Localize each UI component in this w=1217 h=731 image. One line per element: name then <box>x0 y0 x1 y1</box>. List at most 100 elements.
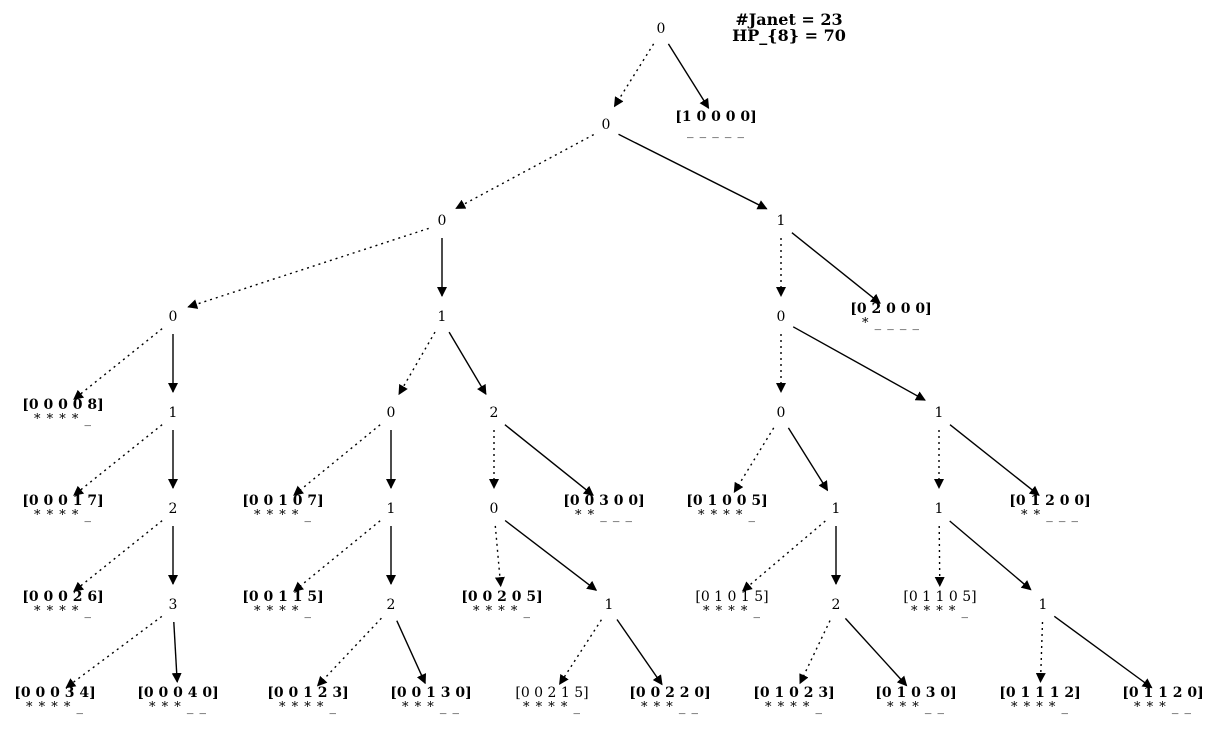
leaf-node-L19: [0 0 2 2 0]* * * _ _ <box>629 685 710 715</box>
leaf-mask: * * * _ _ <box>149 700 207 715</box>
edge-n9-L9 <box>73 520 163 592</box>
edge-n13-L12 <box>741 520 826 592</box>
edge-n19-L18 <box>559 619 602 686</box>
tree-node-n21: 1 <box>935 501 944 517</box>
leaf-vector: [0 2 0 0 0] <box>850 301 931 317</box>
tree-node-n16: 0 <box>490 501 499 517</box>
header: #Janet = 23 HP_{8} = 70 <box>732 10 846 45</box>
edge-n18-L16 <box>316 617 382 687</box>
leaf-node-L21: [0 1 0 3 0]* * * _ _ <box>875 685 956 715</box>
leaf-vector: [0 0 3 0 0] <box>563 493 644 509</box>
janet-count: #Janet = 23 <box>735 10 842 29</box>
leaf-vector: [0 0 1 1 5] <box>242 589 323 605</box>
tree-node-n15: 1 <box>935 405 944 421</box>
tree-node-n20: 2 <box>832 597 841 613</box>
leaf-node-L9: [0 0 0 2 6]* * * * _ <box>22 589 103 619</box>
leaf-mask: * * * * _ <box>34 604 92 619</box>
edge-n12-L6 <box>504 424 594 496</box>
leaf-mask: * _ _ _ _ <box>862 316 920 331</box>
leaf-vector: [0 1 0 0 5] <box>686 493 767 509</box>
tree-node-n17: 3 <box>169 597 178 613</box>
leaf-mask: * * _ _ _ <box>1021 508 1079 523</box>
tree-node-n19: 1 <box>605 597 614 613</box>
leaf-mask: * * * * _ <box>26 700 84 715</box>
tree-node-n12: 2 <box>490 405 499 421</box>
tree-node-n9: 2 <box>169 501 178 517</box>
leaf-node-L10: [0 0 1 1 5]* * * * _ <box>242 589 323 619</box>
leaf-mask: * * * * _ <box>911 604 969 619</box>
leaf-mask: * * * * _ <box>765 700 823 715</box>
edge-n11-L10 <box>293 520 381 592</box>
edge-n20-L21 <box>844 617 908 687</box>
tree-node-n4: 1 <box>777 213 786 229</box>
leaf-mask: * * * * _ <box>34 508 92 523</box>
tree-node-n7: 0 <box>777 309 786 325</box>
edge-n14-L7 <box>733 427 775 493</box>
leaf-vector: [0 0 0 4 0] <box>137 685 218 701</box>
edge-n5-L3 <box>73 328 163 400</box>
leaf-node-L4: [0 0 0 1 7]* * * * _ <box>22 493 103 523</box>
leaf-vector: [0 0 0 0 8] <box>22 397 103 413</box>
leaf-mask: * * * _ _ <box>887 700 945 715</box>
edge-n4-L2 <box>791 232 881 304</box>
leaf-mask: * * * _ _ <box>402 700 460 715</box>
edge-n22-L23 <box>1053 615 1153 689</box>
leaf-vector: [0 0 0 1 7] <box>22 493 103 509</box>
edge-n16-L11 <box>494 525 505 588</box>
leaf-node-L22: [0 1 1 1 2]* * * * _ <box>999 685 1080 715</box>
leaf-node-L3: [0 0 0 0 8]* * * * _ <box>22 397 103 427</box>
edge-n7-n15 <box>792 326 926 401</box>
leaf-node-L18: [0 0 2 1 5]* * * * _ <box>515 685 588 715</box>
leaf-node-L12: [0 1 0 1 5]* * * * _ <box>695 589 768 619</box>
leaf-vector: [0 1 0 1 5] <box>695 589 768 605</box>
tree-node-n2: 0 <box>602 117 611 133</box>
leaf-vector: [0 1 0 2 3] <box>753 685 834 701</box>
leaf-node-L16: [0 0 1 2 3]* * * * _ <box>267 685 348 715</box>
edge-n10-L5 <box>293 424 381 496</box>
leaf-node-L23: [0 1 1 2 0]* * * _ _ <box>1122 685 1203 715</box>
leaf-mask: * * * _ _ <box>641 700 699 715</box>
leaf-node-L6: [0 0 3 0 0]* * _ _ _ <box>563 493 644 523</box>
leaf-mask: * * * * _ <box>1011 700 1069 715</box>
leaf-node-L2: [0 2 0 0 0]* _ _ _ _ <box>850 301 931 331</box>
edge-n20-L20 <box>799 620 831 685</box>
leaf-vector: [0 1 1 1 2] <box>999 685 1080 701</box>
edge-n1-L1 <box>667 43 710 109</box>
leaf-vector: [0 1 2 0 0] <box>1009 493 1090 509</box>
edge-n6-n10 <box>398 331 436 396</box>
leaf-vector: [0 0 2 2 0] <box>629 685 710 701</box>
leaf-node-L11: [0 0 2 0 5]* * * * _ <box>461 589 542 619</box>
leaf-mask: * * * * _ <box>703 604 761 619</box>
tree-node-n18: 2 <box>387 597 396 613</box>
leaf-node-L14: [0 0 0 3 4]* * * * _ <box>14 685 95 715</box>
tree-node-n13: 1 <box>832 501 841 517</box>
edge-n3-n5 <box>187 227 429 309</box>
edge-n2-n3 <box>455 133 595 210</box>
edge-n6-n12 <box>448 331 487 396</box>
leaf-mask: * * * _ _ <box>1134 700 1192 715</box>
leaf-vector: [0 0 1 3 0] <box>390 685 471 701</box>
leaf-vector: [0 0 2 1 5] <box>515 685 588 701</box>
hp-value: HP_{8} = 70 <box>732 26 846 45</box>
leaf-vector: [0 1 1 2 0] <box>1122 685 1203 701</box>
tree-node-n14: 0 <box>777 405 786 421</box>
tree-node-n22: 1 <box>1039 597 1048 613</box>
leaf-mask: * * _ _ _ <box>575 508 633 523</box>
leaf-node-L20: [0 1 0 2 3]* * * * _ <box>753 685 834 715</box>
tree-node-n10: 0 <box>387 405 396 421</box>
edge-n21-n22 <box>949 520 1032 591</box>
edge-n21-L13 <box>934 525 945 587</box>
leaf-vector: [0 1 0 3 0] <box>875 685 956 701</box>
tree-node-n3: 0 <box>438 213 447 229</box>
tree-node-n8: 1 <box>169 405 178 421</box>
tree-node-n5: 0 <box>169 309 178 325</box>
edge-n2-n4 <box>618 133 768 210</box>
leaf-mask: * * * * _ <box>523 700 581 715</box>
leaf-vector: [0 0 1 0 7] <box>242 493 323 509</box>
edges <box>65 43 1153 689</box>
tree-node-n1: 0 <box>657 21 666 37</box>
leaf-vector: [1 0 0 0 0] <box>675 109 756 125</box>
leaf-node-L17: [0 0 1 3 0]* * * _ _ <box>390 685 471 715</box>
